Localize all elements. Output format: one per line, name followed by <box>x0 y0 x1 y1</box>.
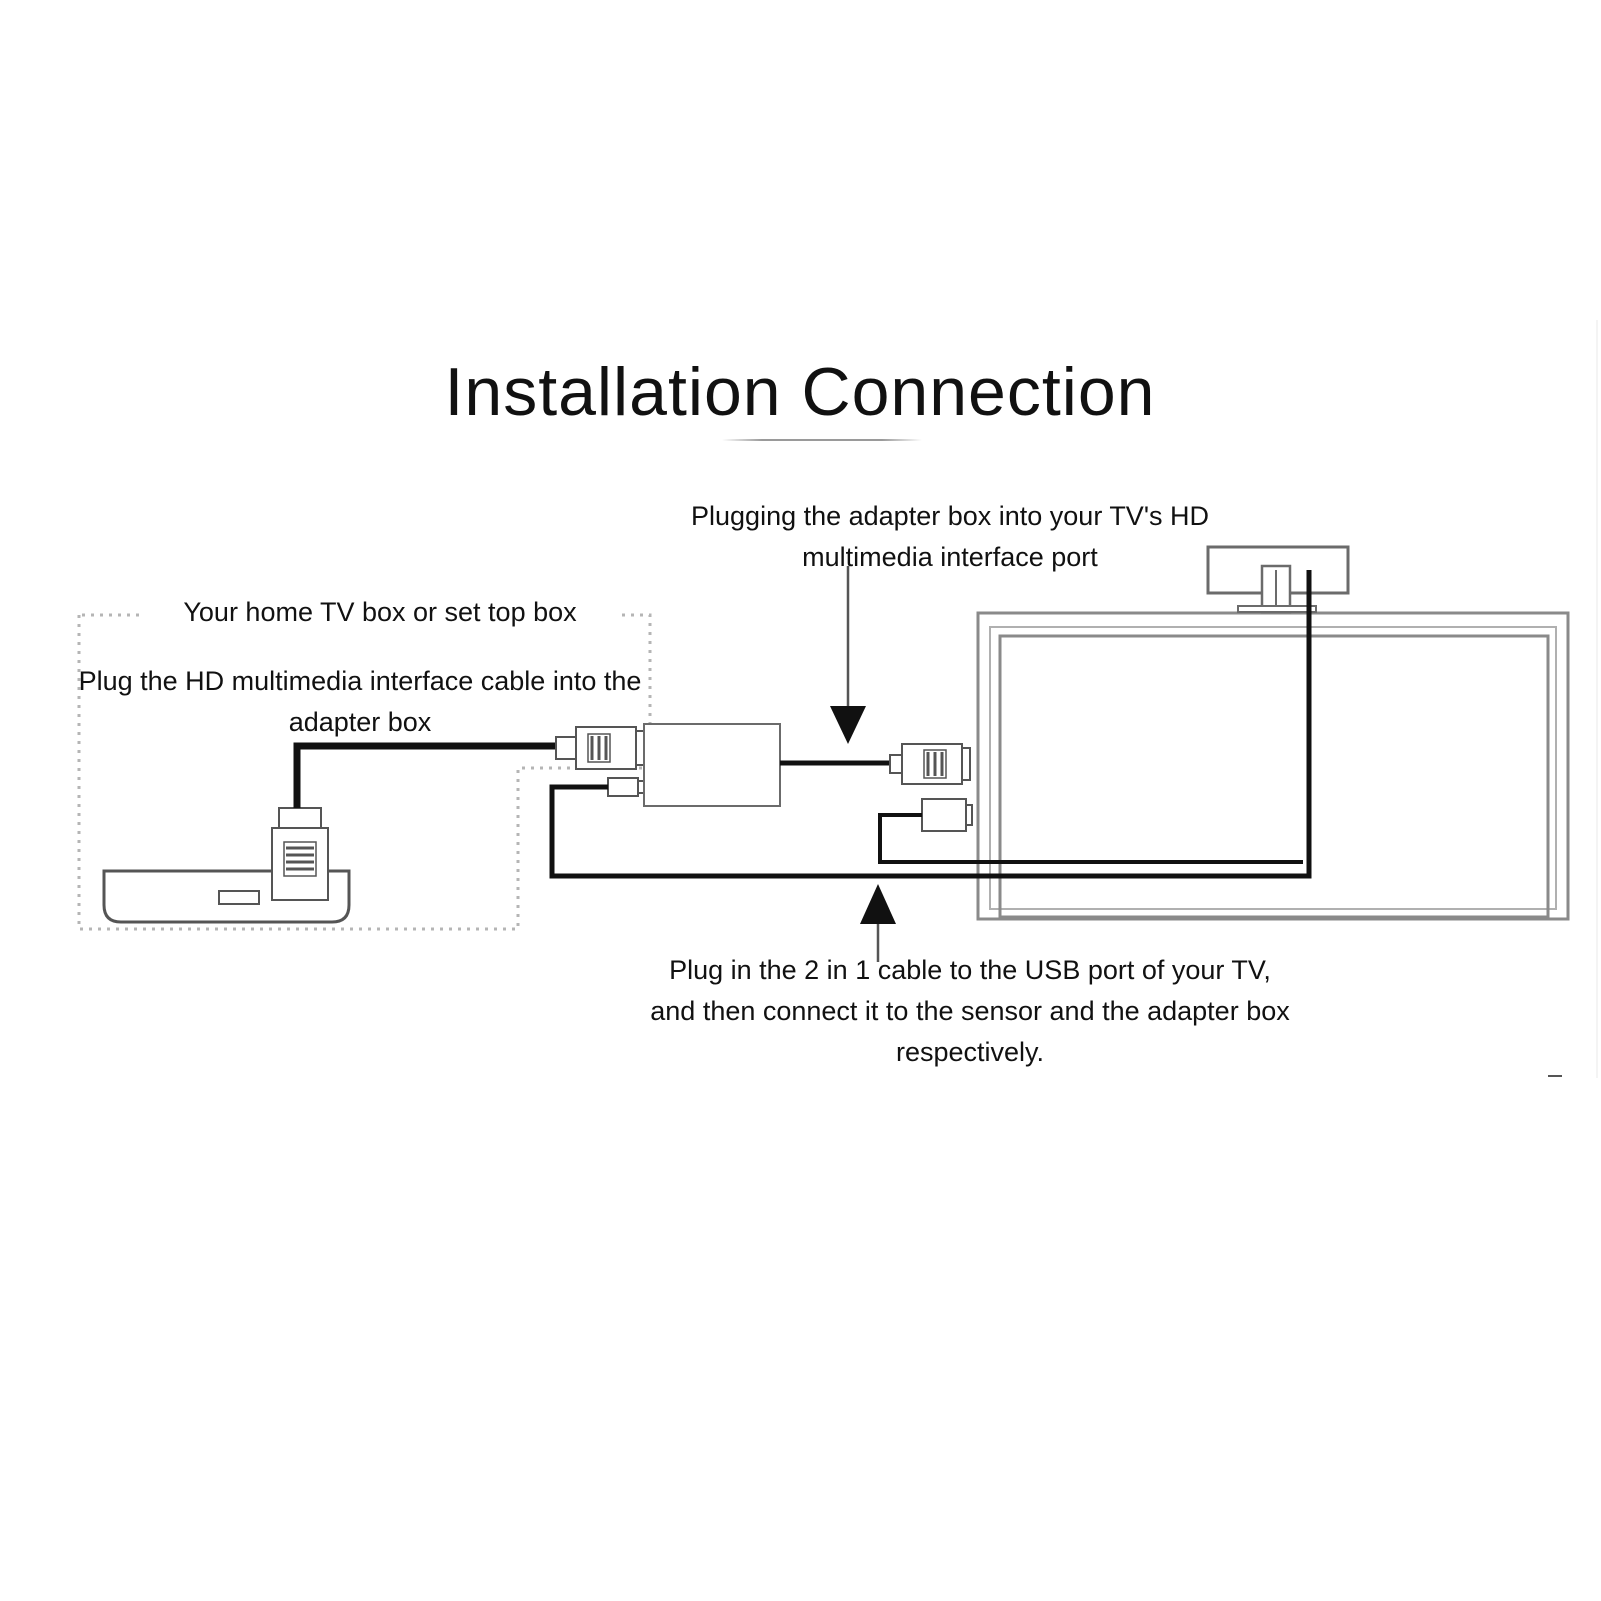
adapter-port-caption-line2: multimedia interface port <box>802 542 1098 572</box>
usb-cable-caption-line3: respectively. <box>895 1037 1045 1067</box>
tv-hdmi-plug <box>889 743 971 785</box>
tv-usb-plug <box>921 798 973 832</box>
home-box-caption-line1: Your home TV box or set top box <box>183 597 577 627</box>
hdmi-cable-input <box>293 742 556 808</box>
diagram-title: Installation Connection <box>444 354 1156 430</box>
adapter-box <box>643 723 781 807</box>
hdmi-cable-caption-line1: Plug the HD multimedia interface cable i… <box>78 666 642 696</box>
adapter-port-caption: Plugging the adapter box into your TV's … <box>600 496 1300 578</box>
usb-cable-caption-line2: and then connect it to the sensor and th… <box>650 996 1290 1026</box>
hdmi-cable-caption-line2: adapter box <box>288 707 432 737</box>
usb-cable-caption-line1: Plug in the 2 in 1 cable to the USB port… <box>669 955 1271 985</box>
television <box>976 611 1570 921</box>
hdmi-cable-caption: Plug the HD multimedia interface cable i… <box>30 661 690 743</box>
adapter-usb-plug <box>607 777 645 797</box>
set-top-box-usb-port <box>218 890 260 905</box>
title-underline <box>722 439 922 441</box>
home-box-dotted-frame <box>77 613 652 931</box>
usb-cable-arrow <box>860 884 896 962</box>
adapter-input-hdmi-plug <box>555 726 645 770</box>
adapter-port-arrow <box>830 566 866 744</box>
tv-sensor <box>1206 545 1350 614</box>
usb-cable-caption: Plug in the 2 in 1 cable to the USB port… <box>580 950 1360 1073</box>
home-box-caption: Your home TV box or set top box <box>140 592 620 633</box>
adapter-port-caption-line1: Plugging the adapter box into your TV's … <box>691 501 1209 531</box>
set-top-box-hdmi-plug <box>271 807 329 901</box>
tv-usb-cable-branch <box>878 813 1303 864</box>
two-in-one-usb-cable <box>549 570 1312 879</box>
